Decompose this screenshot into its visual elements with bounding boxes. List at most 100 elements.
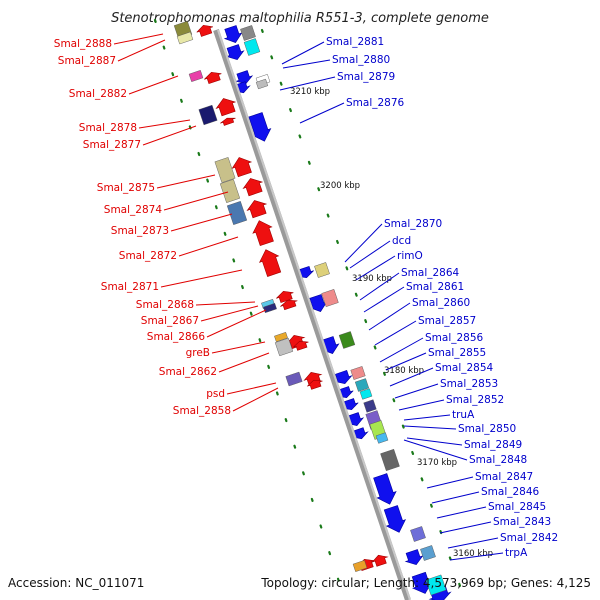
forward-feature-block	[363, 399, 377, 413]
forward-gene-arrow	[223, 25, 243, 43]
leader-line-smal-2866	[206, 309, 267, 338]
accession-text: Accession: NC_011071	[8, 576, 144, 590]
gene-label-smal-2874: Smal_2874	[104, 204, 163, 216]
gene-label-smal-2846: Smal_2846	[481, 486, 540, 498]
reverse-gene-arrow	[220, 117, 236, 126]
reverse-gene-arrow	[293, 340, 309, 351]
reverse-feature-block	[274, 331, 288, 343]
leader-line-rimo	[355, 255, 396, 281]
gene-label-trpa: trpA	[505, 547, 528, 559]
reverse-gene-arrow	[231, 157, 253, 178]
left-gene-labels: Smal_2888Smal_2887Smal_2882Smal_2878Smal…	[54, 38, 231, 417]
leader-line-smal-2874	[163, 191, 229, 211]
topology-text: Topology: circular; Length: 4,573,969 bp…	[260, 576, 591, 590]
gene-label-smal-2857: Smal_2857	[418, 315, 476, 327]
forward-gene-arrow	[383, 505, 407, 533]
genome-backbone	[213, 29, 411, 600]
reverse-gene-arrow	[215, 98, 237, 117]
right-gene-labels: Smal_2881Smal_2880Smal_2879Smal_2876Smal…	[326, 36, 558, 559]
leader-line-smal-2857	[374, 320, 417, 346]
gene-label-smal-2888: Smal_2888	[54, 38, 112, 50]
leader-line-smal-2853	[394, 383, 439, 399]
gene-label-smal-2848: Smal_2848	[469, 454, 527, 466]
gene-label-smal-2880: Smal_2880	[332, 54, 390, 66]
leader-line-smal-2872	[178, 236, 239, 257]
forward-gene-arrow	[373, 473, 397, 505]
gene-label-smal-2843: Smal_2843	[493, 516, 551, 528]
gene-label-smal-2870: Smal_2870	[384, 218, 442, 230]
left-leader-lines	[113, 33, 279, 412]
gene-label-psd: psd	[206, 388, 225, 400]
leader-line-smal-2870	[344, 223, 383, 263]
leader-line-smal-2877	[142, 125, 197, 146]
forward-feature-block	[350, 366, 366, 380]
gene-label-dcd: dcd	[392, 235, 411, 247]
leader-line-smal-2868	[195, 301, 256, 306]
leader-line-smal-2871	[160, 269, 243, 288]
leader-line-smal-2845	[436, 506, 487, 519]
leader-line-psd	[226, 382, 277, 395]
gene-label-smal-2882: Smal_2882	[69, 88, 127, 100]
gene-label-trua: truA	[452, 409, 475, 421]
gene-label-smal-2855: Smal_2855	[428, 347, 486, 359]
gene-label-smal-2858: Smal_2858	[173, 405, 231, 417]
leader-line-smal-2887	[117, 39, 166, 62]
reverse-gene-arrow	[371, 554, 389, 567]
leader-line-smal-2858	[232, 387, 279, 412]
reverse-gene-arrow	[258, 249, 282, 277]
gene-label-smal-2860: Smal_2860	[412, 297, 470, 309]
reverse-gene-arrow	[242, 178, 264, 197]
leader-line-smal-2862	[218, 352, 270, 373]
reverse-gene-arrow	[204, 71, 222, 85]
gene-label-smal-2875: Smal_2875	[97, 182, 155, 194]
leader-line-smal-2873	[170, 213, 233, 232]
tick-label-3190-kbp: 3190 kbp	[352, 274, 392, 284]
forward-strand-genes	[223, 25, 452, 600]
forward-feature-block	[255, 78, 269, 90]
reverse-feature-block	[285, 371, 303, 387]
forward-feature-block	[321, 289, 339, 307]
reverse-feature-block	[198, 104, 218, 126]
forward-feature-block	[375, 432, 389, 444]
forward-feature-block	[420, 545, 436, 561]
leader-line-smal-2861	[363, 286, 405, 313]
gene-label-smal-2862: Smal_2862	[159, 366, 217, 378]
reverse-feature-block	[219, 179, 241, 203]
leader-line-smal-2852	[398, 399, 445, 411]
gene-label-smal-2853: Smal_2853	[440, 378, 498, 390]
gene-label-smal-2867: Smal_2867	[141, 315, 199, 327]
leader-line-smal-2850	[403, 425, 457, 430]
tick-label-3180-kbp: 3180 kbp	[384, 366, 424, 376]
forward-gene-arrow	[404, 549, 424, 565]
gene-label-smal-2878: Smal_2878	[79, 122, 137, 134]
leader-line-trpa	[449, 552, 504, 561]
leader-line-smal-2855	[385, 352, 427, 371]
right-leader-lines	[279, 41, 504, 561]
leader-line-smal-2846	[431, 491, 480, 504]
gene-label-smal-2847: Smal_2847	[475, 471, 533, 483]
leader-line-smal-2854	[389, 367, 434, 387]
gene-label-smal-2868: Smal_2868	[136, 299, 194, 311]
gene-label-smal-2881: Smal_2881	[326, 36, 384, 48]
leader-line-smal-2847	[426, 476, 474, 489]
forward-feature-block	[314, 262, 330, 278]
gene-label-smal-2864: Smal_2864	[401, 267, 460, 279]
leader-line-smal-2879	[279, 76, 336, 91]
forward-gene-arrow	[225, 44, 245, 60]
reverse-strand-genes	[173, 20, 389, 572]
gene-label-smal-2873: Smal_2873	[111, 225, 169, 237]
gene-label-smal-2876: Smal_2876	[346, 97, 405, 109]
reverse-gene-arrow	[252, 220, 274, 246]
leader-line-smal-2843	[439, 521, 492, 534]
gene-label-smal-2866: Smal_2866	[147, 331, 206, 343]
leader-line-smal-2860	[368, 302, 411, 331]
dotted-track-outer-right	[260, 28, 467, 600]
gene-label-smal-2849: Smal_2849	[464, 439, 522, 451]
gene-label-smal-2887: Smal_2887	[58, 55, 116, 67]
leader-line-smal-2856	[379, 337, 424, 363]
gene-label-smal-2852: Smal_2852	[446, 394, 504, 406]
tick-label-3160-kbp: 3160 kbp	[453, 549, 493, 559]
gene-label-smal-2861: Smal_2861	[406, 281, 464, 293]
leader-line-dcd	[349, 240, 391, 269]
